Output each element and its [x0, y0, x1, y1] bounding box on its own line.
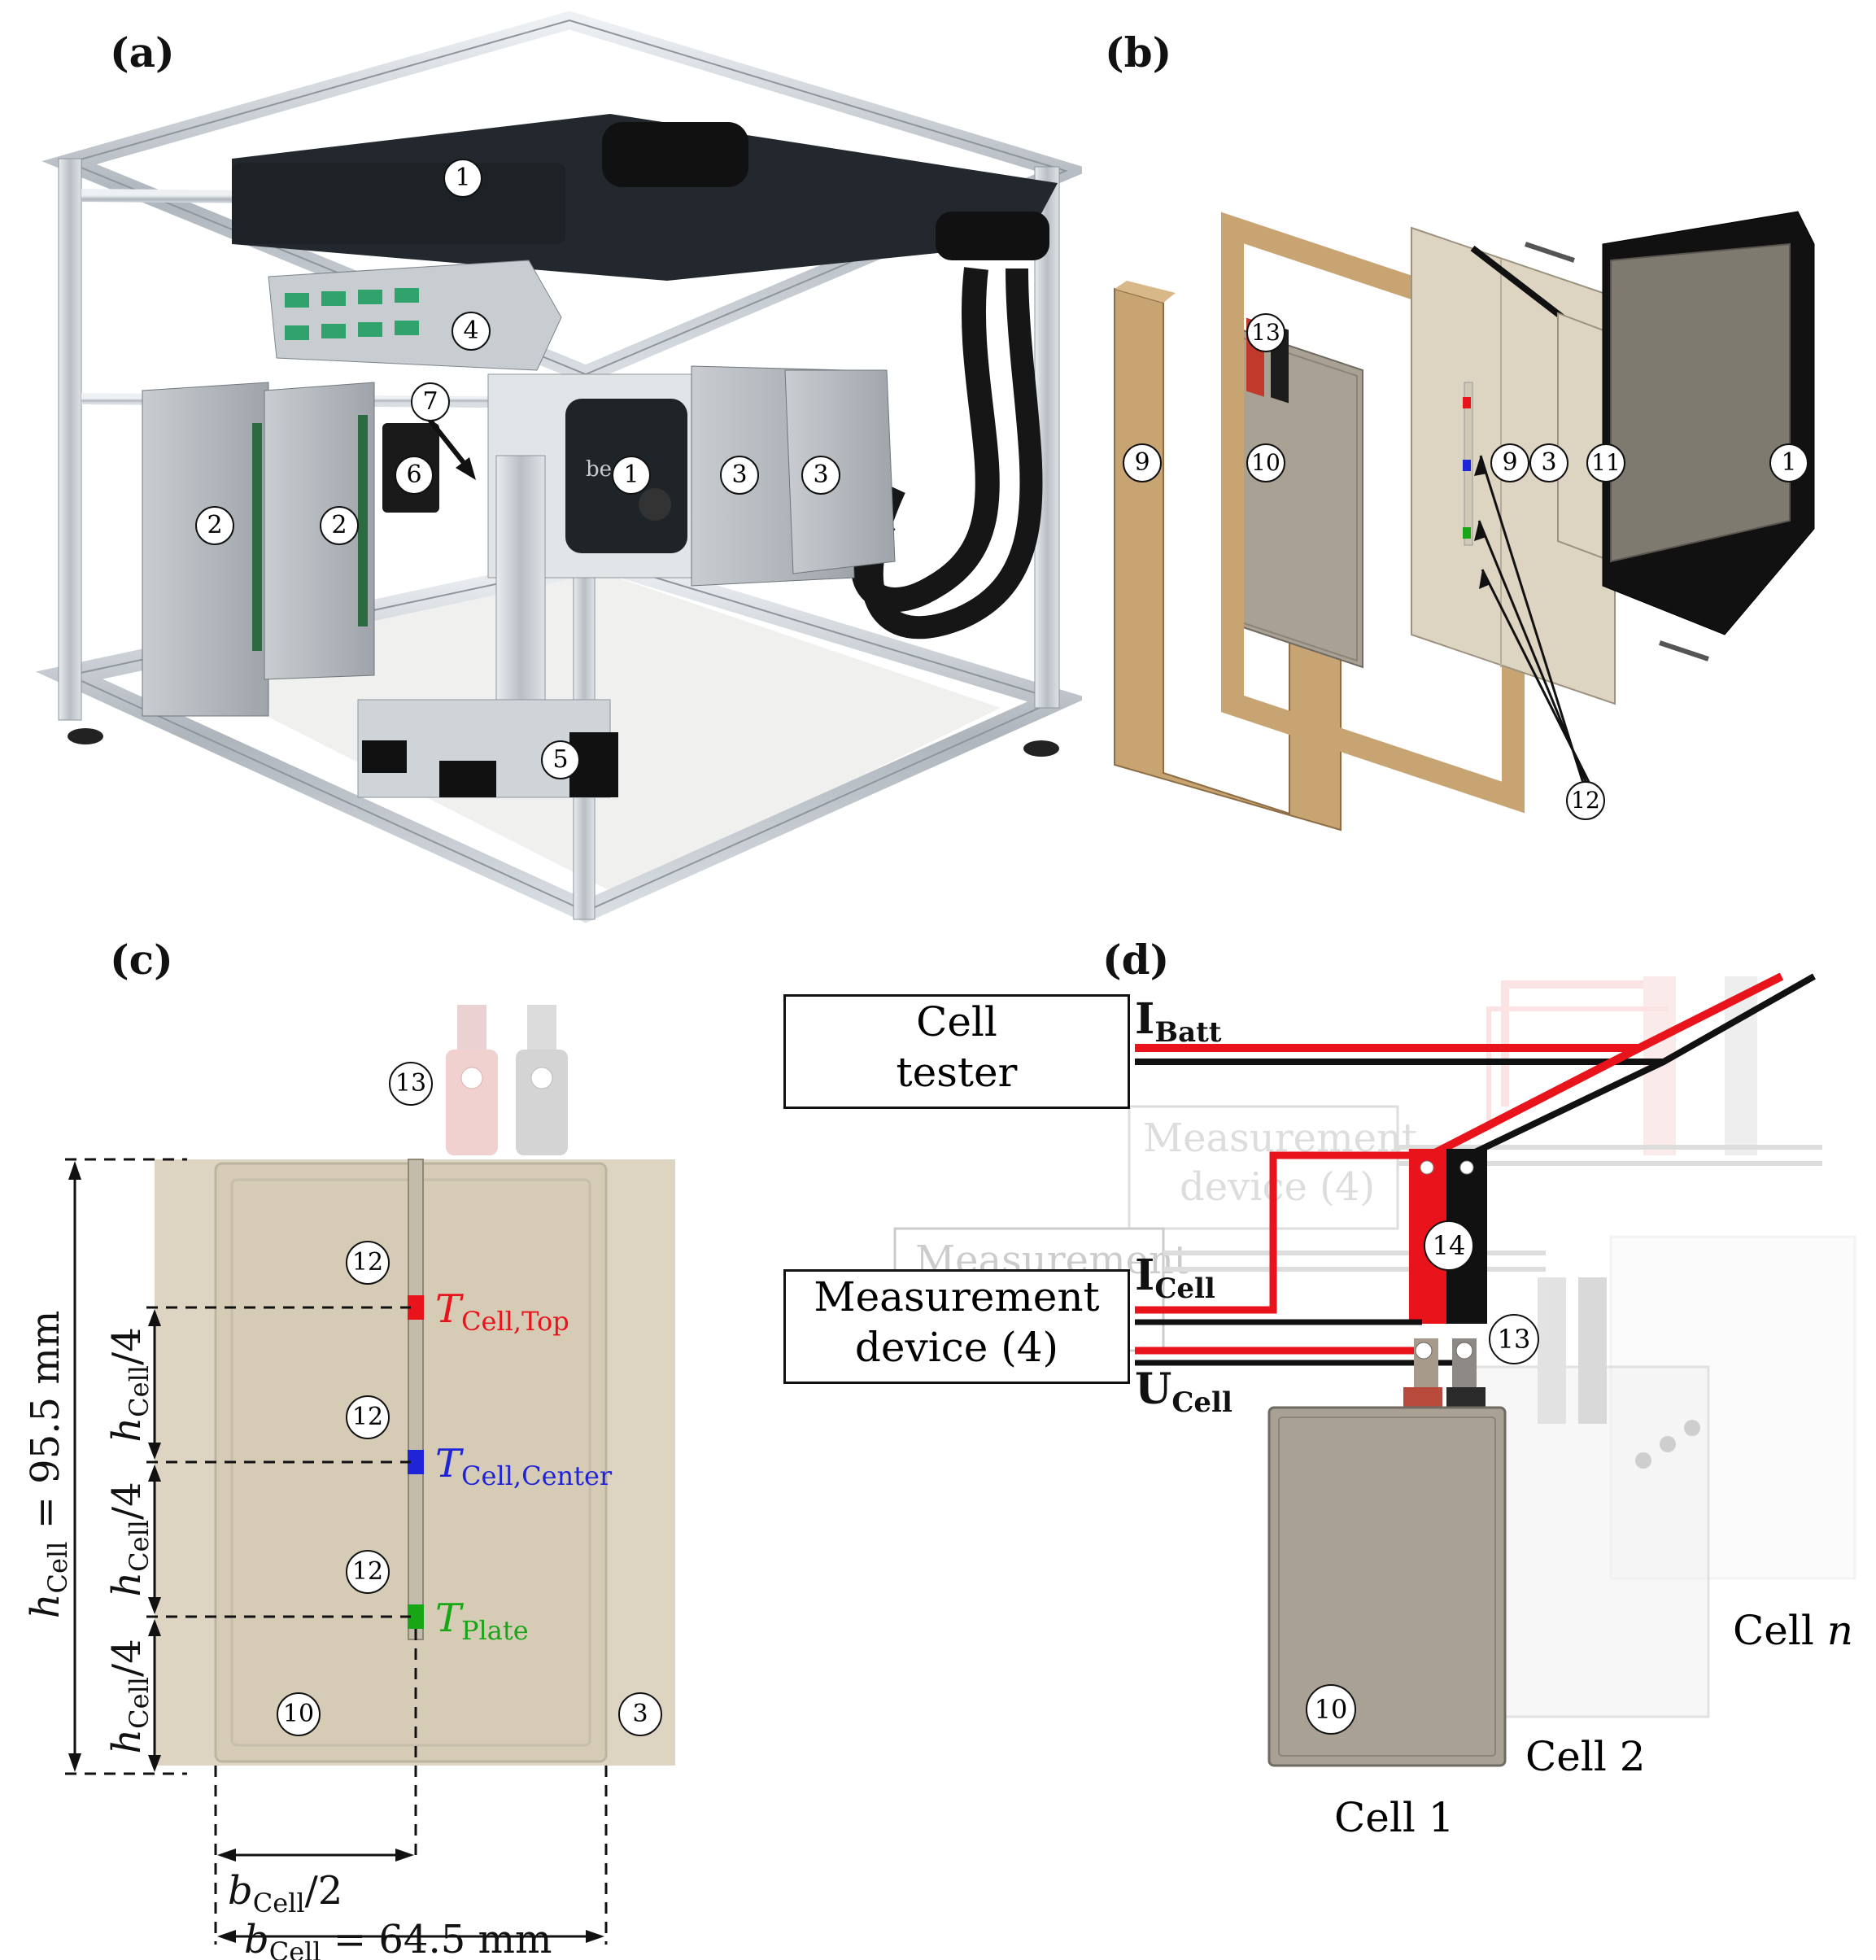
callout-11: 11 — [1586, 443, 1625, 482]
callout-10: 10 — [1246, 443, 1285, 482]
callout-2-right: 2 — [320, 506, 359, 545]
callout-13: 13 — [389, 1062, 433, 1106]
callout-12-top: 12 — [346, 1241, 390, 1285]
callout-4: 4 — [452, 312, 491, 351]
callout-9-back: 9 — [1490, 443, 1529, 482]
dim-h-quarter-2: hCell/4 — [104, 1482, 155, 1597]
cell-tester-line1: Cell — [916, 998, 997, 1045]
ghost-text-meas-3b: device (4) — [1180, 1164, 1375, 1210]
callout-3: 3 — [1529, 443, 1568, 482]
callout-5: 5 — [541, 740, 580, 779]
callout-1: 1 — [1769, 443, 1808, 482]
label-i-cell: ICell — [1135, 1251, 1215, 1305]
dim-h-quarter-1: hCell/4 — [104, 1327, 155, 1443]
callout-7: 7 — [411, 382, 450, 421]
dim-h-quarter-3: hCell/4 — [104, 1639, 155, 1754]
measurement-line1: Measurement — [814, 1273, 1100, 1320]
callout-14: 14 — [1424, 1220, 1474, 1271]
panel-c: (c) — [0, 936, 732, 1960]
dim-b-total: bCell = 64.5 mm — [244, 1917, 552, 1960]
callout-3-right: 3 — [801, 456, 840, 495]
measurement-line2: device (4) — [854, 1324, 1059, 1371]
panel-d-label: (d) — [1102, 936, 1170, 984]
callout-3-left: 3 — [720, 456, 759, 495]
measurement-device-box: Measurement device (4) — [783, 1269, 1130, 1384]
panel-b: (b) — [1082, 0, 1876, 936]
label-cell-1: Cell 1 — [1334, 1794, 1455, 1841]
callout-10: 10 — [277, 1692, 321, 1736]
callout-12-plate: 12 — [346, 1550, 390, 1594]
ghost-box-measurement-3 — [1128, 1105, 1399, 1230]
sensor-layout-diagram: hCell = 95.5 mm hCell/4 hCell/4 hCell/4 … — [23, 1005, 675, 1960]
callout-6: 6 — [395, 456, 434, 495]
callout-1-press: 1 — [612, 456, 651, 495]
callout-10: 10 — [1306, 1684, 1356, 1735]
sensor-label-top: TCell,Top — [435, 1286, 569, 1337]
label-cell-n: Cell n — [1733, 1607, 1853, 1654]
label-cell-2: Cell 2 — [1525, 1733, 1646, 1780]
callout-9-front: 9 — [1123, 443, 1162, 482]
panel-d: (d) Measurement device (4) Measurement — [732, 936, 1876, 1960]
label-i-batt: IBatt — [1135, 994, 1222, 1049]
callout-1-top: 1 — [443, 159, 482, 198]
callout-3: 3 — [618, 1692, 662, 1736]
panel-a-label: (a) — [110, 28, 175, 76]
callout-12-center: 12 — [346, 1395, 390, 1439]
callout-2-left: 2 — [195, 506, 234, 545]
cell-tester-box: Cell tester — [783, 994, 1130, 1109]
sensor-label-center: TCell,Center — [435, 1441, 613, 1491]
panel-b-label: (b) — [1105, 28, 1172, 76]
label-u-cell: UCell — [1135, 1364, 1232, 1419]
dim-h-total: hCell = 95.5 mm — [23, 1311, 73, 1619]
sensor-label-plate: TPlate — [435, 1596, 529, 1646]
panel-c-label: (c) — [110, 936, 173, 984]
callout-12: 12 — [1566, 781, 1605, 820]
callout-13: 13 — [1489, 1314, 1539, 1364]
panel-a: (a) — [0, 0, 1082, 936]
callout-13: 13 — [1246, 313, 1285, 352]
cell-tester-line2: tester — [896, 1049, 1018, 1096]
test-rig-photo: beq — [35, 11, 1082, 923]
dim-b-half: bCell/2 — [228, 1868, 342, 1919]
exploded-view — [1114, 211, 1815, 832]
